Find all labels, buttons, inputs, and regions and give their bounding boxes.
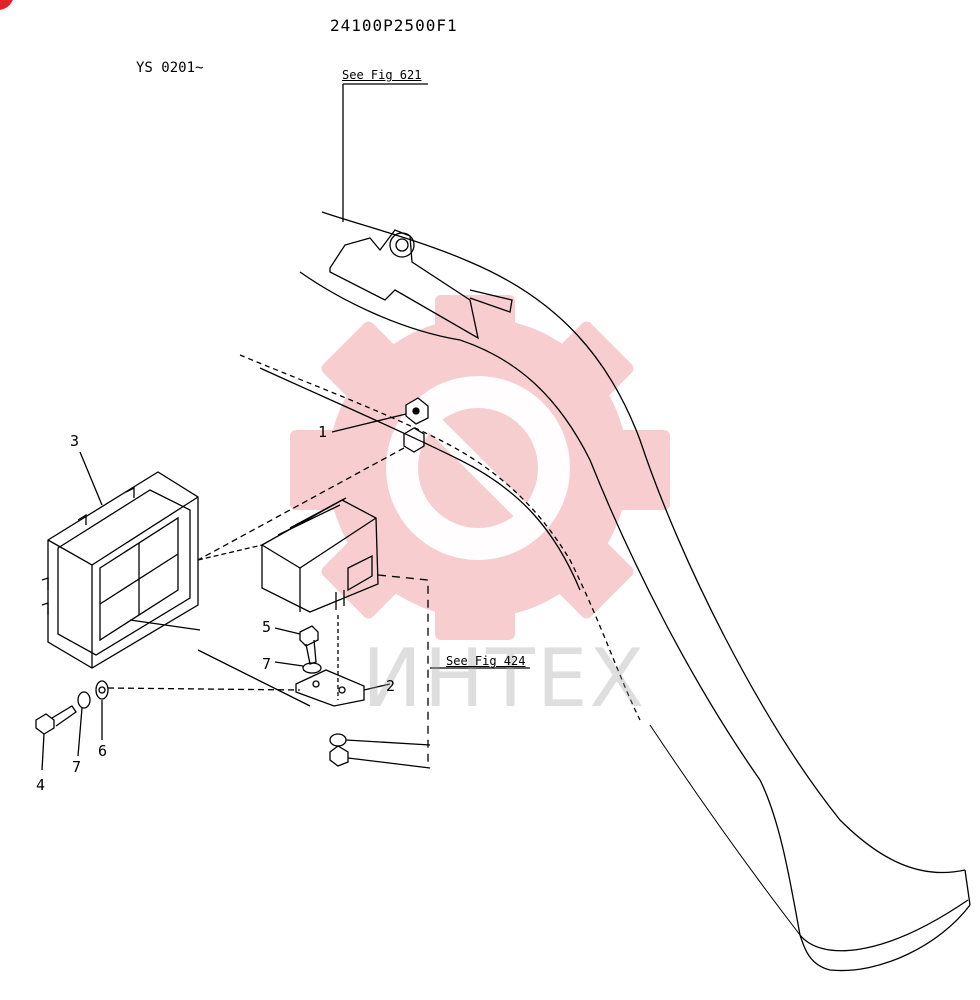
callout-5: 5 bbox=[262, 618, 272, 636]
serial-range: YS 0201~ bbox=[136, 60, 204, 76]
callout-6: 6 bbox=[98, 742, 108, 760]
callout-7-lower: 7 bbox=[72, 758, 82, 776]
callout-1: 1 bbox=[318, 423, 328, 441]
watermark-text: ИНТЕХ bbox=[362, 632, 647, 725]
part-number: 24100P2500F1 bbox=[330, 16, 458, 35]
callout-4: 4 bbox=[36, 776, 46, 794]
callout-7-upper: 7 bbox=[262, 655, 272, 673]
callout-2: 2 bbox=[386, 677, 396, 695]
callout-3: 3 bbox=[70, 432, 80, 450]
reference-top: See Fig 621 bbox=[342, 68, 422, 82]
reference-right: See Fig 424 bbox=[446, 654, 526, 668]
